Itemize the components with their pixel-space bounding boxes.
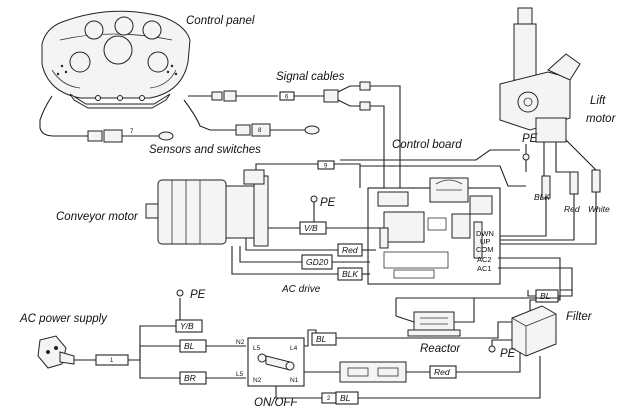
switch-in-l5: L5 [236,371,244,378]
lift-red-label: Red [564,204,580,214]
board-pin-dwn: DWN [476,229,494,238]
control-panel [41,10,191,109]
conveyor-motor-label: Conveyor motor [56,211,139,223]
conveyor-red-label: Red [342,245,358,255]
filter-pe-label: PE [500,348,516,360]
wire-drive-blk [231,246,338,275]
ac-drive-label: AC drive [281,284,321,295]
supply-br-label: BR [184,373,196,383]
conveyor-vb-label: V/B [304,223,318,233]
sensor-right [304,125,320,135]
filter [511,305,557,357]
drive-blk-label: BLK [342,269,358,279]
conveyor-motor [145,169,269,247]
filter-label: Filter [566,311,593,323]
filter-pe-ground [488,339,512,353]
control-board-label: Control board [392,139,462,151]
lift-motor-label-2: motor [586,113,617,125]
supply-bl-label: BL [184,341,195,351]
board-pin-ac2: AC2 [477,255,492,264]
control-board [367,177,501,285]
switch-pin-l5: L5 [253,345,261,352]
switch-pin-n1: N1 [290,377,299,384]
sensor-connector-left-a [87,130,103,142]
wire-board-lift-top [360,165,526,187]
wire-up [498,194,575,241]
lift-pe-ground [522,144,530,172]
conveyor-pe-label: PE [320,197,336,209]
signal-cables: 6 [211,81,401,188]
ac-plug [37,335,75,369]
switch-bl-label: BL [316,334,327,344]
supply-yb-label: Y/B [180,321,194,331]
sensor-connector-left-b [103,129,123,143]
sensor-connector-right-a [235,124,251,136]
lift-motor-label-1: Lift [590,95,606,107]
reactor [407,311,461,337]
supply-pe-label: PE [190,289,206,301]
signal-cables-label: Signal cables [276,71,345,83]
fuse-block [339,361,407,383]
switch-pin-l4: L4 [290,345,298,352]
lift-blk-label: BLK [534,192,550,202]
sensor-cable-right [183,99,238,131]
lift-pe-label: PE [522,133,538,145]
wire-ac2 [498,257,561,314]
sensor-cable-left [39,95,90,137]
cable-7-number: 7 [130,129,134,135]
switch-out-red-label: Red [434,367,450,377]
lift-terminal-white [591,169,601,193]
filter-bl-label: BL [540,291,551,301]
board-pin-ac1: AC1 [477,264,492,273]
switch-in-n2: N2 [236,339,245,346]
sensor-left [158,131,174,141]
switch-pin-n2: N2 [253,377,262,384]
lift-terminal-red [569,171,579,195]
onoff-bl-label: BL [340,393,351,403]
board-pin-up: UP [480,237,490,246]
wire-conveyor-red [245,238,338,251]
ac-power-supply-label: AC power supply [19,313,108,325]
wire-com [498,192,597,245]
board-pin-com: COM [476,245,494,254]
cable-6-number: 6 [285,95,289,101]
cable-1-number: 1 [110,358,114,364]
cable-8-number: 8 [258,128,262,134]
wire-gd20 [239,246,302,263]
gd20-label: GD20 [306,257,328,267]
cable-2-number: 2 [327,396,331,402]
cable-9 [255,163,318,170]
reactor-label: Reactor [420,343,461,355]
control-panel-label: Control panel [186,15,255,27]
on-off-label: ON/OFF [254,397,298,409]
supply-pe-ground [176,289,184,322]
lift-white-label: White [588,204,610,214]
wire-dwn [498,198,547,237]
sensors-switches-label: Sensors and switches [149,144,261,156]
cable-9-number: 9 [324,164,328,170]
conveyor-pe-ground [310,195,318,222]
lift-motor [499,7,581,143]
